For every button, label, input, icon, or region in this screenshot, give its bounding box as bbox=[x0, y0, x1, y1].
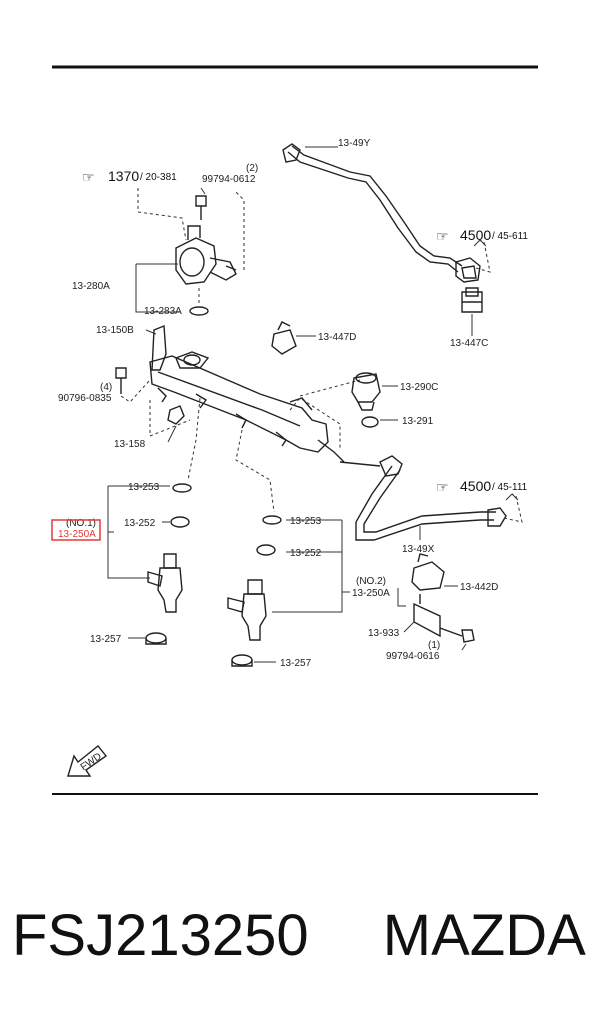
label-13-49x: 13-49X bbox=[402, 544, 435, 555]
clip-13-447d bbox=[271, 321, 297, 355]
bolt-99794-0612 bbox=[195, 195, 207, 220]
label-13-283a: 13-283A bbox=[144, 306, 182, 317]
bracket-13-933 bbox=[413, 594, 441, 638]
reference-1370: ☞ 1370 / 20-381 bbox=[82, 168, 177, 185]
spacer-13-158 bbox=[167, 405, 185, 425]
label-13-158: 13-158 bbox=[114, 439, 146, 450]
label-qty-2: (2) bbox=[246, 163, 258, 174]
highlight-box bbox=[51, 519, 101, 541]
fuel-pipe-13-49y bbox=[282, 143, 481, 283]
fuel-injector-no1 bbox=[147, 553, 183, 613]
label-99794-0612: 99794-0612 bbox=[202, 174, 256, 185]
nut-13-257-left bbox=[145, 632, 167, 645]
clip-13-447c bbox=[461, 287, 483, 313]
nut-13-257-right bbox=[231, 654, 253, 667]
product-caption: FSJ213250 MAZDA bbox=[12, 902, 592, 969]
pointing-hand-icon: ☞ bbox=[436, 479, 449, 495]
reference-page: / 45-611 bbox=[492, 231, 528, 242]
o-ring-13-283a bbox=[189, 306, 209, 316]
pulsation-damper-13-290c bbox=[351, 372, 381, 411]
part-number: FSJ213250 bbox=[12, 903, 309, 968]
label-qty-1: (1) bbox=[428, 640, 440, 651]
label-qty-4: (4) bbox=[100, 382, 112, 393]
o-ring-13-253-right bbox=[262, 515, 282, 525]
label-13-447d: 13-447D bbox=[318, 332, 356, 343]
insulator-13-252-left bbox=[170, 516, 190, 528]
label-13-250a-left: 13-250A bbox=[58, 529, 96, 540]
label-99794-0616: 99794-0616 bbox=[386, 651, 440, 662]
insulator-13-252-right bbox=[256, 544, 276, 556]
label-13-447c: 13-447C bbox=[450, 338, 488, 349]
reference-4500-top: ☞ 4500 / 45-611 bbox=[436, 227, 528, 244]
brand-name: MAZDA bbox=[382, 903, 586, 968]
label-13-291: 13-291 bbox=[402, 416, 434, 427]
label-13-442d: 13-442D bbox=[460, 582, 498, 593]
label-13-253-left: 13-253 bbox=[128, 482, 160, 493]
fwd-label: FWD bbox=[79, 751, 104, 773]
reference-number: 4500 bbox=[460, 227, 491, 243]
label-13-250a-right: 13-250A bbox=[352, 588, 390, 599]
label-13-252-left: 13-252 bbox=[124, 518, 156, 529]
reference-number: 1370 bbox=[108, 168, 139, 184]
label-13-280a: 13-280A bbox=[72, 281, 110, 292]
label-13-257-right: 13-257 bbox=[280, 658, 312, 669]
label-13-257-left: 13-257 bbox=[90, 634, 122, 645]
label-13-49y: 13-49Y bbox=[338, 138, 371, 149]
o-ring-13-253-left bbox=[172, 483, 192, 493]
pressure-regulator-13-280a bbox=[175, 225, 237, 285]
label-no2: (NO.2) bbox=[356, 576, 386, 587]
reference-page: / 45-111 bbox=[492, 482, 528, 493]
label-13-933: 13-933 bbox=[368, 628, 400, 639]
label-90796-0835: 90796-0835 bbox=[58, 393, 112, 404]
reference-number: 4500 bbox=[460, 478, 491, 494]
fuel-injector-no2 bbox=[227, 579, 267, 641]
fuel-rail bbox=[149, 324, 345, 463]
label-no1: (NO.1) bbox=[66, 518, 96, 529]
pointing-hand-icon: ☞ bbox=[82, 169, 95, 185]
label-13-290c: 13-290C bbox=[400, 382, 438, 393]
bolt-99794-0616 bbox=[439, 627, 475, 643]
forward-arrow-icon bbox=[67, 745, 108, 777]
pointing-hand-icon: ☞ bbox=[436, 228, 449, 244]
clip-13-442d bbox=[411, 553, 445, 591]
bolt-90796-0835 bbox=[115, 367, 127, 394]
reference-page: / 20-381 bbox=[140, 172, 177, 183]
label-13-252-right: 13-252 bbox=[290, 548, 322, 559]
gasket-13-291 bbox=[361, 416, 379, 428]
fuel-pipe-13-49x bbox=[339, 455, 507, 541]
reference-4500-bottom: ☞ 4500 / 45-111 bbox=[436, 478, 528, 495]
label-13-253-right: 13-253 bbox=[290, 516, 322, 527]
label-13-150b: 13-150B bbox=[96, 325, 134, 336]
